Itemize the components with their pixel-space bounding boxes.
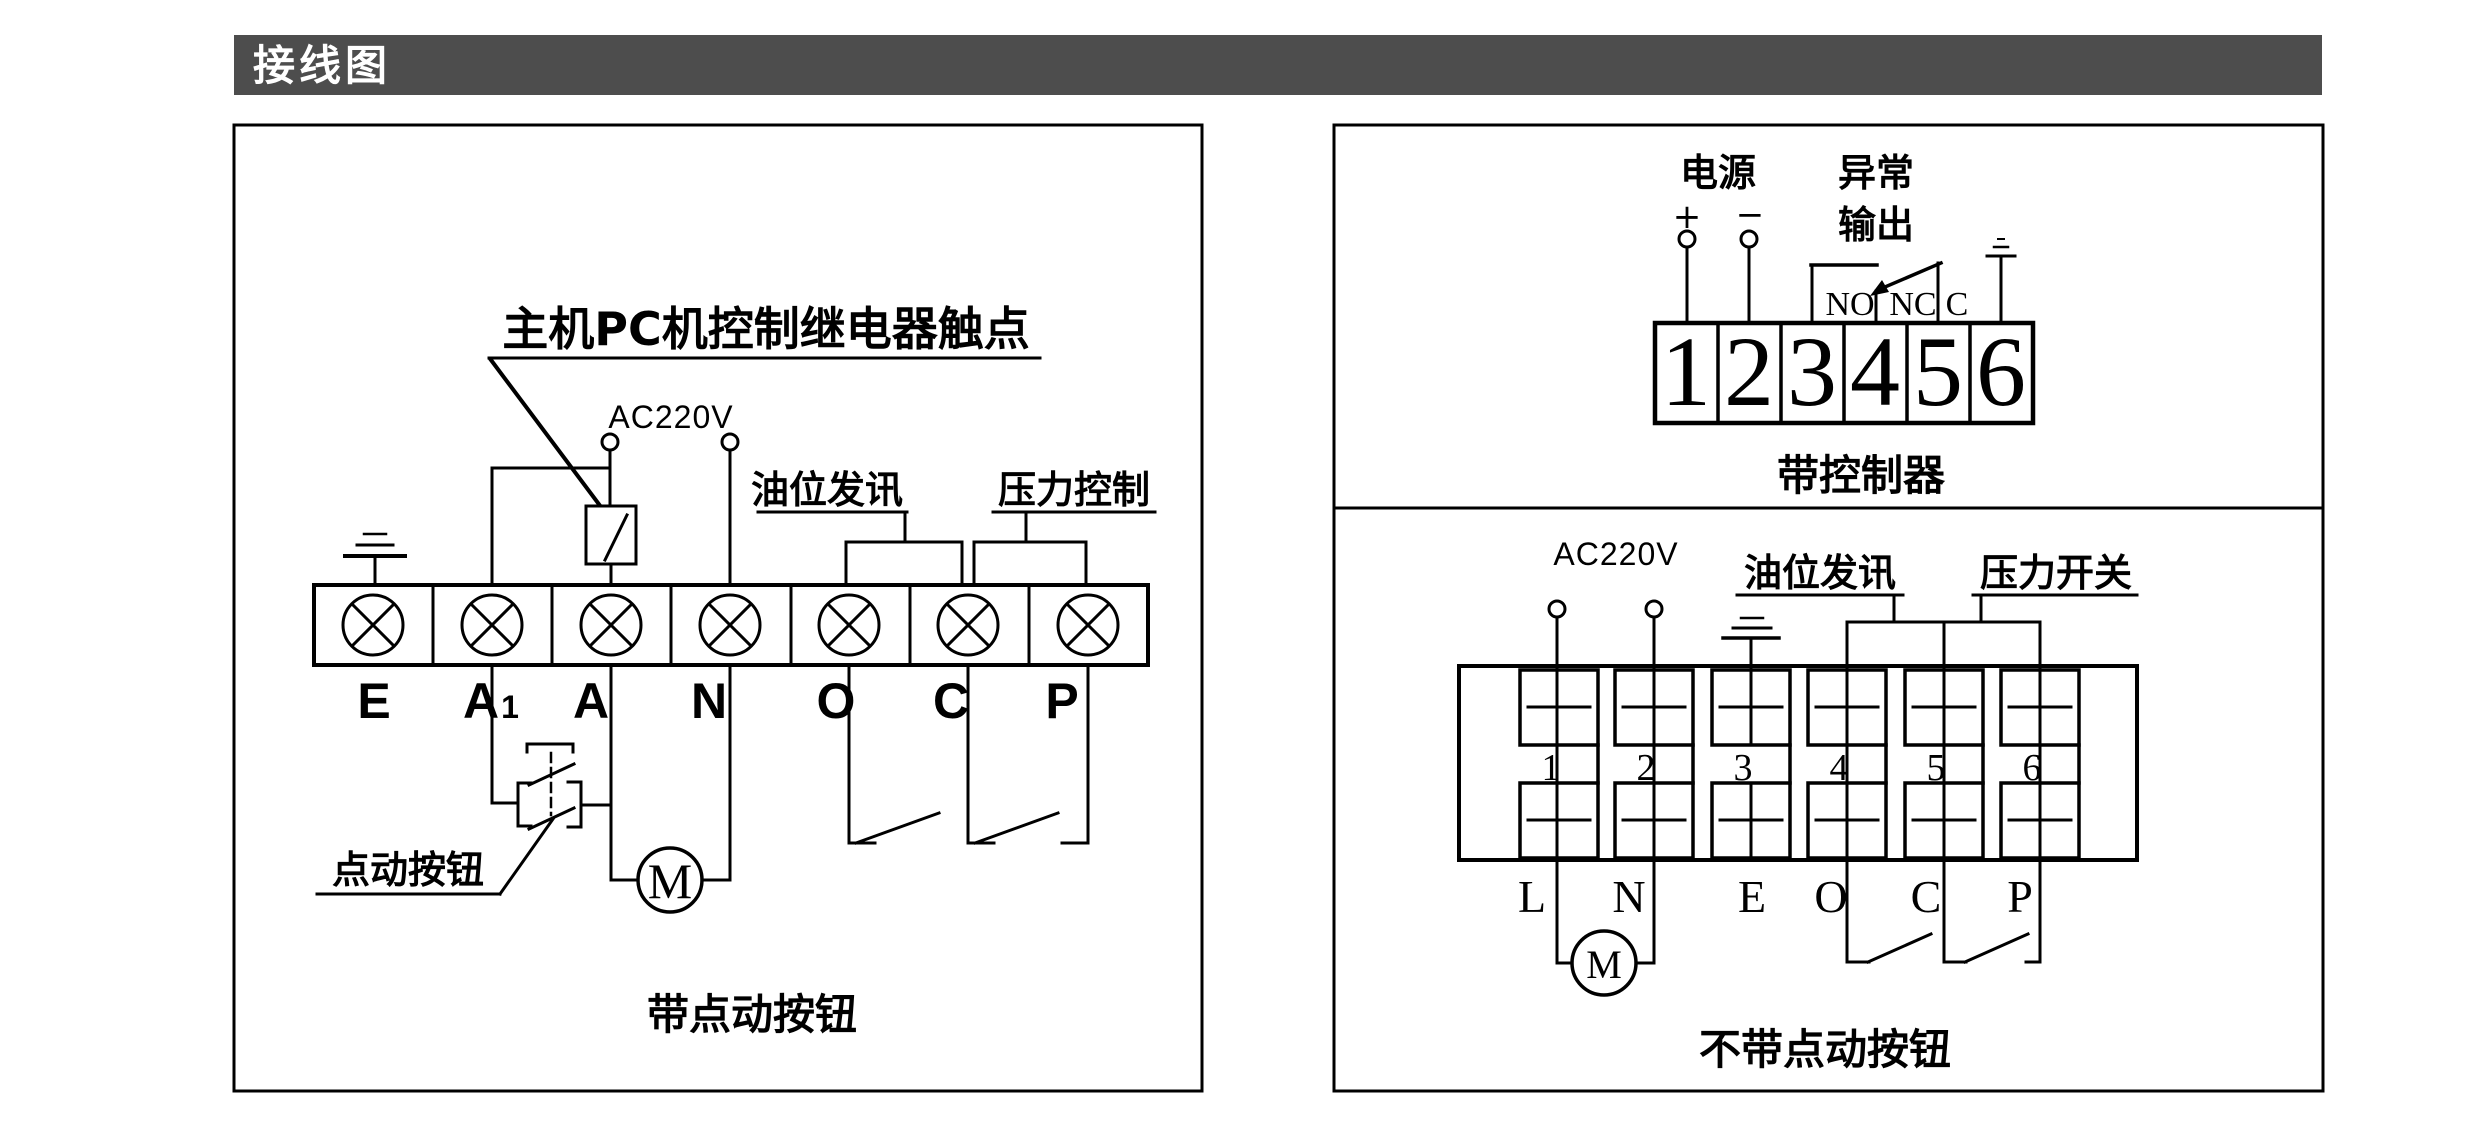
switch-icon bbox=[1845, 932, 1933, 964]
pressure-bracket bbox=[972, 540, 1088, 587]
terminal-lamp-icon bbox=[341, 593, 405, 657]
left-diagram-panel: 主机PC机控制继电器触点 AC220V 油位发讯 压力 bbox=[232, 123, 1204, 1093]
left-terminal-strip bbox=[312, 583, 1150, 667]
block-number: 5 bbox=[1927, 747, 1946, 789]
switch-icon bbox=[966, 663, 1060, 845]
terminal-label-E: E bbox=[1738, 871, 1766, 922]
right-panel-border bbox=[1332, 123, 2325, 1093]
pressure-switch-label: 压力开关 bbox=[1980, 551, 2132, 595]
controller-terminal-strip: 1 2 3 4 5 6 bbox=[1652, 316, 2036, 427]
terminal-label-C: C bbox=[933, 673, 969, 729]
switch-contact-end bbox=[1060, 663, 1090, 845]
terminal-lamp-icon bbox=[460, 593, 524, 657]
right-panel-caption: 不带点动按钮 bbox=[1699, 1025, 1951, 1074]
block-number: 4 bbox=[1830, 747, 1849, 789]
left-oil-level-label: 油位发讯 bbox=[751, 468, 903, 512]
minus-sign: − bbox=[1736, 195, 1765, 235]
ground-icon bbox=[1721, 616, 1781, 640]
right-ac220v-label: AC220V bbox=[1553, 536, 1678, 572]
terminal-number: 5 bbox=[1913, 316, 1963, 427]
ground-icon bbox=[1985, 238, 2017, 325]
terminal-label-N: N bbox=[691, 673, 727, 729]
relay-contact-heading: 主机PC机控制继电器触点 bbox=[502, 302, 1029, 356]
contact-label-no: NO bbox=[1825, 286, 1874, 323]
motor-letter: M bbox=[1586, 942, 1622, 987]
block-number: 3 bbox=[1734, 747, 1753, 789]
right-terminal-labels: L N E O C P bbox=[1518, 871, 2033, 922]
page-title: 接线图 bbox=[253, 41, 391, 90]
motor-icon: M bbox=[609, 846, 732, 914]
heading-leader-line bbox=[488, 357, 604, 510]
terminal-label-P: P bbox=[2007, 871, 2033, 922]
jog-label-leader bbox=[497, 816, 556, 897]
block-number: 2 bbox=[1637, 747, 1656, 789]
left-panel-caption: 带点动按钮 bbox=[647, 990, 857, 1039]
terminal-lamp-icon bbox=[1056, 593, 1120, 657]
relay-contact-icon bbox=[584, 504, 638, 566]
changeover-contact-icon bbox=[1809, 260, 1944, 325]
terminal-number: 4 bbox=[1850, 316, 1900, 427]
switch-icon bbox=[1942, 932, 2030, 964]
contact-arrowhead bbox=[1870, 280, 1889, 296]
abnormal-output-label-1: 异常 bbox=[1838, 151, 1914, 195]
terminal-lamp-icon bbox=[817, 593, 881, 657]
terminal-number: 1 bbox=[1661, 316, 1711, 427]
left-terminal-labels: E A 1 A N O C P bbox=[357, 673, 1078, 729]
terminal-label-P: P bbox=[1045, 673, 1078, 729]
controller-section: 电源 + − 异常 输出 NO NC C bbox=[1652, 151, 2036, 500]
terminal-label-C: C bbox=[1911, 871, 1942, 922]
switch-icon bbox=[847, 663, 941, 845]
motor-letter: M bbox=[648, 853, 692, 909]
terminal-lamp-icon bbox=[579, 593, 643, 657]
terminal-number: 3 bbox=[1787, 316, 1837, 427]
right-terminal-block: 1 2 3 4 5 6 bbox=[1457, 664, 2139, 862]
contact-label-c: C bbox=[1946, 286, 1969, 323]
power-terminal-icon bbox=[1547, 599, 1664, 619]
jog-button-label: 点动按钮 bbox=[332, 848, 484, 892]
power-supply-label: 电源 bbox=[1680, 151, 1756, 195]
title-bar: 接线图 bbox=[234, 35, 2322, 95]
contact-label-nc: NC bbox=[1889, 286, 1936, 323]
terminal-label-A1-sub: 1 bbox=[501, 689, 519, 725]
no-jog-section: AC220V 油位发讯 压力开关 bbox=[1457, 536, 2139, 1074]
jog-button-icon bbox=[516, 742, 583, 831]
right-diagram-panel: 电源 + − 异常 输出 NO NC C bbox=[1332, 123, 2325, 1093]
terminal-label-O: O bbox=[1814, 871, 1847, 922]
block-number: 6 bbox=[2023, 747, 2042, 789]
terminal-label-A: A bbox=[573, 673, 609, 729]
terminal-number: 2 bbox=[1724, 316, 1774, 427]
title-bar-background bbox=[234, 35, 2322, 95]
left-pressure-label: 压力控制 bbox=[998, 468, 1150, 512]
left-ac220v-label: AC220V bbox=[608, 399, 733, 435]
terminal-label-A1: A bbox=[463, 673, 499, 729]
right-oil-level-label: 油位发讯 bbox=[1744, 551, 1896, 595]
oil-level-bracket bbox=[844, 540, 964, 587]
terminal-label-N: N bbox=[1612, 871, 1645, 922]
terminal-lamp-icon bbox=[936, 593, 1000, 657]
motor-icon: M bbox=[1555, 929, 1656, 997]
left-panel-border bbox=[232, 123, 1204, 1093]
power-terminal-icon bbox=[1677, 229, 1759, 249]
ground-icon bbox=[343, 532, 407, 587]
terminal-label-E: E bbox=[357, 673, 390, 729]
terminal-label-L: L bbox=[1518, 871, 1546, 922]
block-number: 1 bbox=[1542, 747, 1561, 789]
abnormal-output-label-2: 输出 bbox=[1838, 203, 1914, 247]
terminal-lamp-icon bbox=[698, 593, 762, 657]
terminal-number: 6 bbox=[1976, 316, 2026, 427]
controller-caption: 带控制器 bbox=[1777, 451, 1946, 500]
power-terminal-icon bbox=[600, 432, 740, 452]
